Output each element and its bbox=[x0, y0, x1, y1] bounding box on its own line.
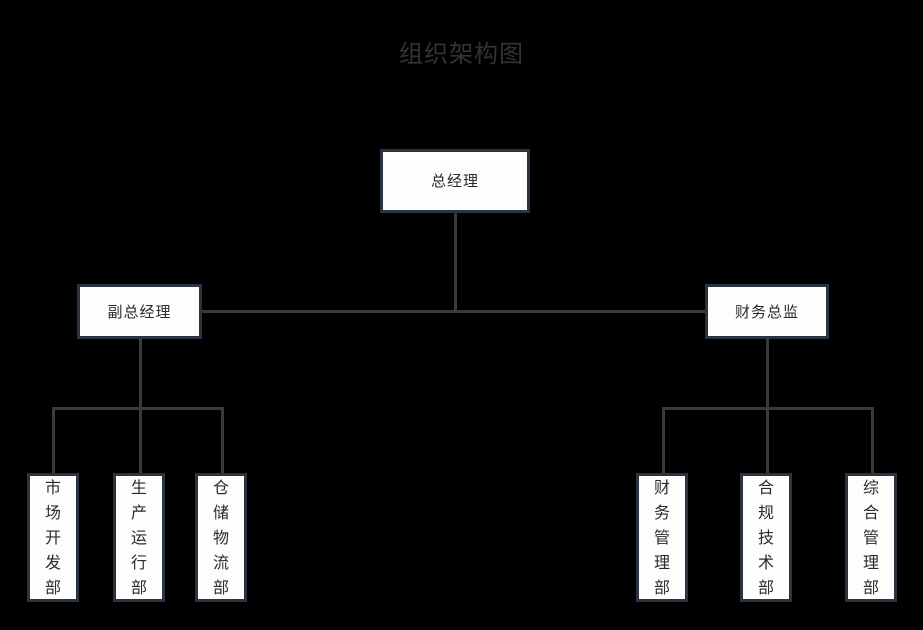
connector-drop-finance bbox=[662, 407, 665, 474]
node-deputy-general-manager[interactable]: 副总经理 bbox=[77, 284, 202, 339]
node-label: 综合管理部 bbox=[863, 478, 880, 597]
node-warehouse-logistics-dept[interactable]: 仓储物流部 bbox=[195, 473, 247, 602]
connector-drop-produce bbox=[139, 407, 142, 474]
connector-left-children-bus bbox=[52, 407, 224, 410]
node-general-manager[interactable]: 总经理 bbox=[380, 149, 530, 213]
connector-drop-logistics bbox=[221, 407, 224, 474]
node-label: 仓储物流部 bbox=[213, 478, 230, 597]
node-production-operations-dept[interactable]: 生产运行部 bbox=[113, 473, 165, 602]
node-label: 总经理 bbox=[430, 172, 479, 190]
node-label: 市场开发部 bbox=[45, 478, 62, 597]
node-label: 财务总监 bbox=[734, 302, 799, 321]
connector-gm-drop bbox=[454, 212, 457, 313]
page-title: 组织架构图 bbox=[399, 40, 524, 68]
connector-deputy-drop bbox=[139, 339, 142, 409]
connector-drop-market bbox=[52, 407, 55, 474]
node-market-development-dept[interactable]: 市场开发部 bbox=[27, 473, 79, 602]
connector-cfo-drop bbox=[766, 339, 769, 409]
connector-right-children-bus bbox=[662, 407, 874, 410]
node-general-management-dept[interactable]: 综合管理部 bbox=[845, 473, 897, 602]
connector-drop-compliance bbox=[766, 407, 769, 474]
node-finance-director[interactable]: 财务总监 bbox=[705, 284, 829, 339]
node-label: 生产运行部 bbox=[131, 478, 148, 597]
node-finance-management-dept[interactable]: 财务管理部 bbox=[636, 473, 688, 602]
node-label: 副总经理 bbox=[107, 302, 172, 321]
connector-drop-general bbox=[871, 407, 874, 474]
node-compliance-technology-dept[interactable]: 合规技术部 bbox=[740, 473, 792, 602]
node-label: 财务管理部 bbox=[654, 478, 671, 597]
connector-level2-bus bbox=[139, 310, 768, 313]
node-label: 合规技术部 bbox=[758, 478, 775, 597]
